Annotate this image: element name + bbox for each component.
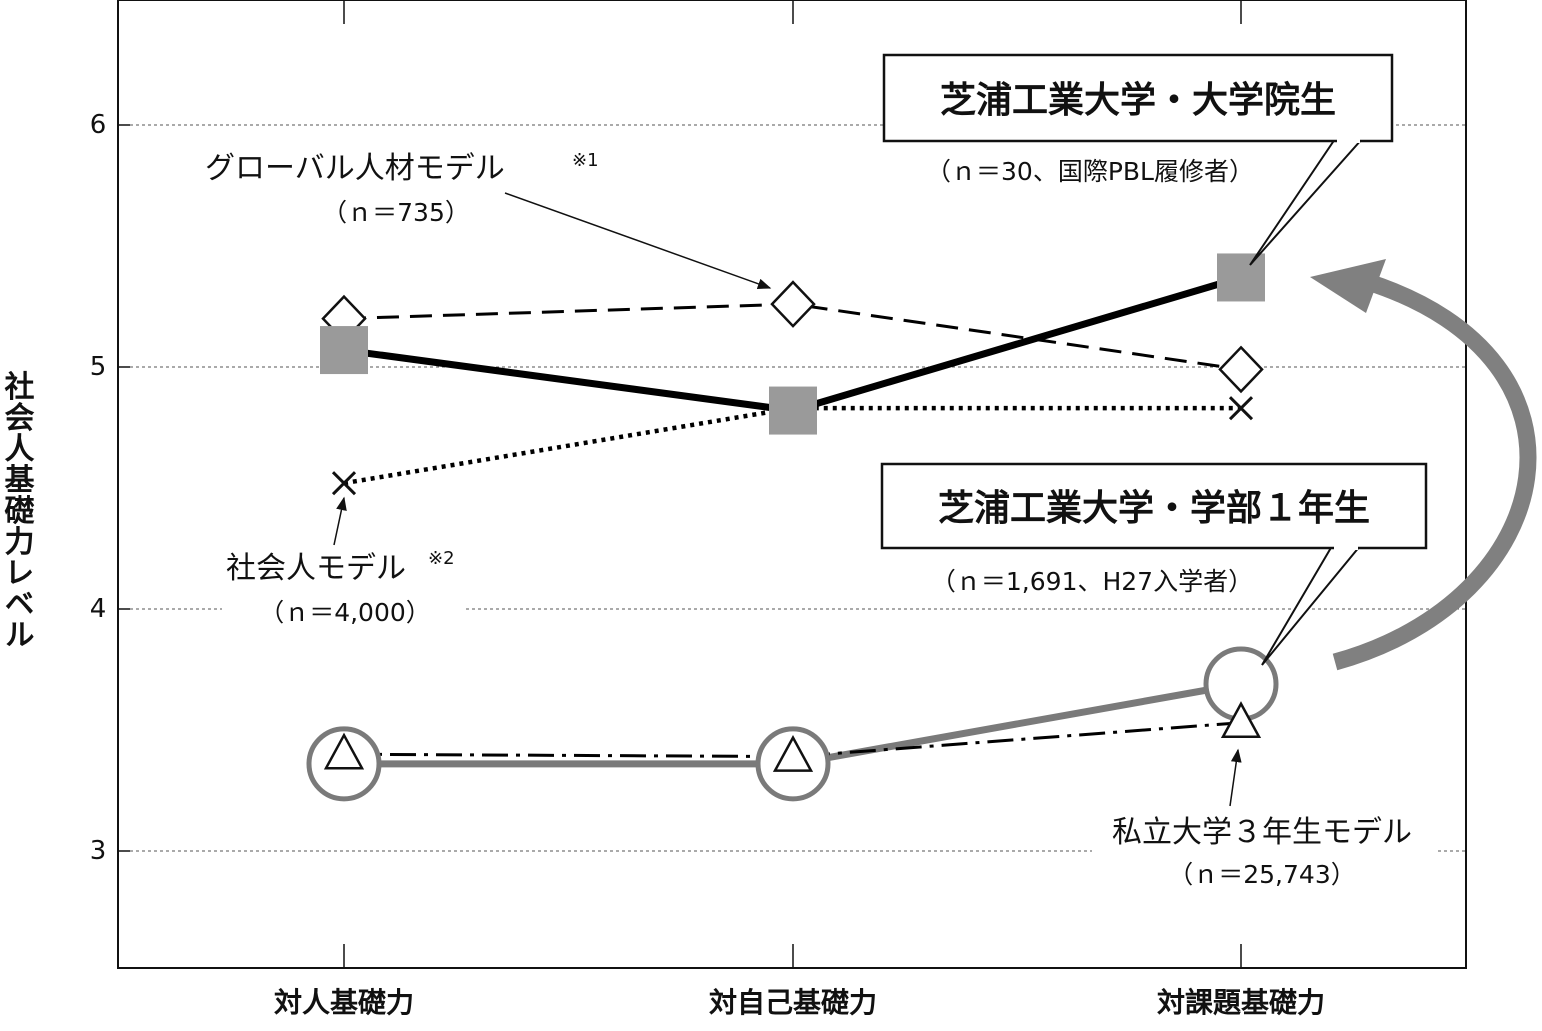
- curved-arrow-head: [1310, 259, 1386, 313]
- graduate-n-bg: [895, 152, 1285, 192]
- marker-s1-p1: [769, 386, 817, 435]
- marker-s0-p1: [770, 280, 816, 328]
- marker-s2-p2: [1228, 396, 1254, 421]
- x-category-label-1: 対自己基礎力: [709, 986, 877, 1019]
- graduate-title: 芝浦工業大学・大学院生: [940, 79, 1336, 121]
- private-univ-bg: [1092, 808, 1438, 894]
- private-univ-n: （ｎ＝25,743）: [1168, 860, 1355, 889]
- global-model-pointer: [504, 192, 772, 289]
- freshman-tail-joint: [1334, 544, 1358, 550]
- global-model-n: （ｎ＝735）: [322, 198, 470, 227]
- society-model-note: ※2: [428, 548, 455, 569]
- marker-s1-p0: [320, 326, 368, 375]
- callout-freshman: 芝浦工業大学・学部１年生 （ｎ＝1,691、H27入学者）: [880, 462, 1428, 666]
- graduate-n: （ｎ＝30、国際PBL履修者）: [926, 157, 1254, 186]
- y-tick-label-3: 3: [90, 836, 107, 866]
- graduate-box: [882, 53, 1394, 143]
- society-model-n: （ｎ＝4,000）: [259, 598, 431, 627]
- marker-s4-p2: [1220, 701, 1262, 738]
- marker-s1-p2: [1217, 253, 1265, 302]
- freshman-box: [880, 462, 1428, 550]
- x-axis-categories: 対人基礎力 対自己基礎力 対課題基礎力: [274, 986, 1325, 1019]
- callout-graduate: 芝浦工業大学・大学院生 （ｎ＝30、国際PBL履修者）: [882, 53, 1394, 266]
- society-model-name: 社会人モデル: [226, 551, 406, 586]
- society-model-bg: [222, 540, 464, 630]
- plot-frame: [117, 0, 1467, 969]
- marker-s4-p0: [323, 732, 365, 770]
- annotation-society-model: 社会人モデル ※2 （ｎ＝4,000）: [222, 496, 464, 630]
- y-axis-ticks: 3 4 5 6: [90, 110, 107, 866]
- x-category-label-2: 対課題基礎力: [1157, 986, 1325, 1019]
- global-model-note: ※1: [572, 150, 599, 171]
- private-univ-pointer: [1229, 748, 1242, 807]
- y-axis-label: 社会人基礎力レベル: [0, 371, 35, 650]
- freshman-title: 芝浦工業大学・学部１年生: [938, 487, 1370, 529]
- marker-s0-p2: [1218, 345, 1264, 394]
- y-tick-label-5: 5: [90, 352, 107, 382]
- society-model-pointer: [333, 496, 347, 546]
- y-tick-label-6: 6: [90, 110, 107, 140]
- annotation-global-model: グローバル人材モデル ※1 （ｎ＝735）: [205, 150, 772, 289]
- freshman-n-bg: [905, 562, 1280, 602]
- y-tick-label-4: 4: [90, 594, 107, 624]
- global-model-name: グローバル人材モデル: [205, 151, 505, 186]
- marker-s4-p1: [772, 735, 814, 772]
- x-category-label-0: 対人基礎力: [274, 986, 414, 1019]
- marker-s2-p0: [331, 471, 357, 496]
- private-univ-name: 私立大学３年生モデル: [1112, 815, 1412, 850]
- curved-arrow: [1332, 273, 1537, 671]
- annotation-private-univ-model: 私立大学３年生モデル （ｎ＝25,743）: [1092, 748, 1438, 894]
- freshman-n: （ｎ＝1,691、H27入学者）: [931, 567, 1253, 596]
- graduate-tail-joint: [1337, 137, 1360, 143]
- series-layer: [306, 253, 1279, 802]
